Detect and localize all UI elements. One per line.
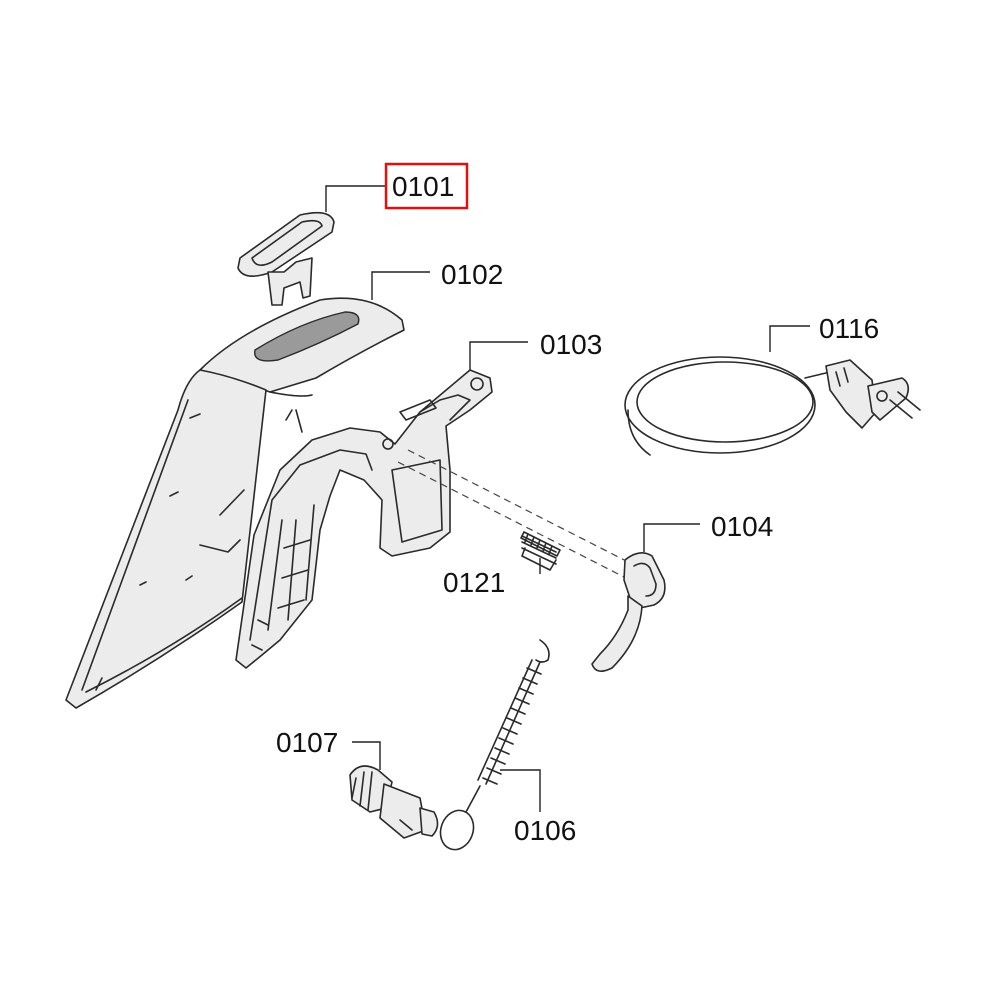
callout-0121[interactable]: 0121 [443, 567, 505, 598]
callout-0103[interactable]: 0103 [540, 329, 602, 360]
leader-0116 [769, 325, 810, 352]
part-0107-connector[interactable] [349, 765, 439, 839]
assembly-axis-line-2 [407, 449, 641, 569]
part-0121-small-spring[interactable] [520, 531, 561, 571]
callout-0116[interactable]: 0116 [819, 313, 879, 344]
part-0102-side-cover[interactable] [65, 297, 405, 709]
highlight-box-0101 [384, 162, 469, 210]
leader-0104 [643, 523, 700, 552]
part-0106-tension-spring[interactable] [435, 639, 550, 854]
callout-0104[interactable]: 0104 [711, 511, 773, 542]
leader-0107 [352, 741, 381, 770]
leader-0103 [469, 341, 528, 370]
part-0116-power-cord[interactable] [624, 356, 921, 456]
part-0101-handle-knob[interactable] [237, 211, 335, 306]
leader-0102 [371, 271, 430, 300]
part-0103-lever-frame[interactable] [235, 369, 493, 669]
callout-0106[interactable]: 0106 [514, 815, 576, 846]
leader-0101 [325, 185, 387, 212]
callout-0101[interactable]: 0101 [392, 171, 454, 202]
callout-0102[interactable]: 0102 [441, 259, 503, 290]
leader-0106 [500, 769, 541, 812]
assembly-axis-line [397, 461, 631, 581]
part-0104-hook-latch[interactable] [591, 552, 666, 672]
callout-0107[interactable]: 0107 [276, 727, 338, 758]
